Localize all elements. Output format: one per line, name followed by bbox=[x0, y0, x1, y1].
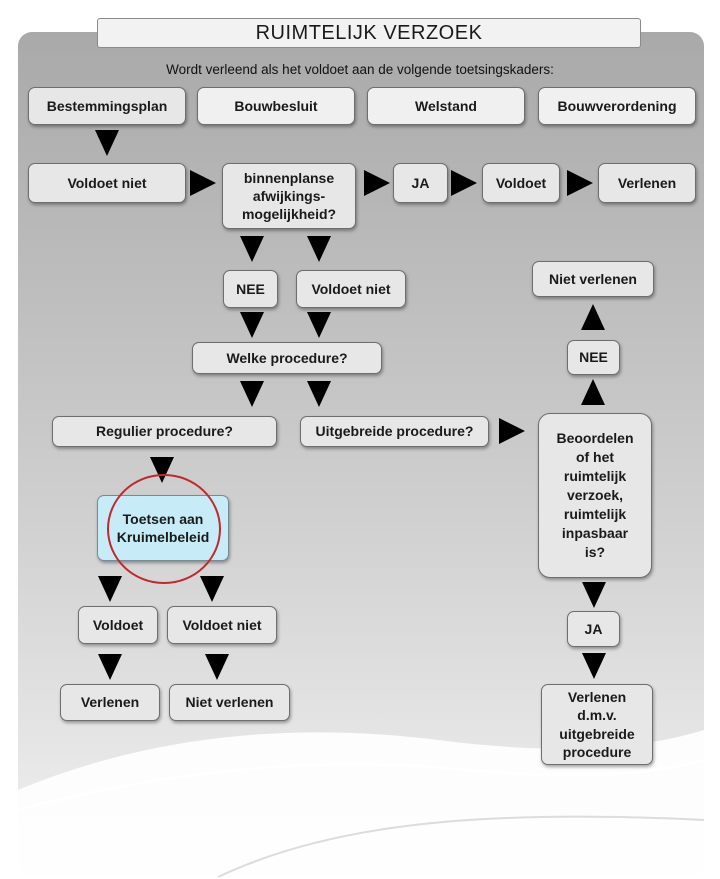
arrow-right bbox=[567, 170, 593, 196]
node-regulier-procedure: Regulier procedure? bbox=[52, 416, 277, 447]
node-voldoet-niet-1: Voldoet niet bbox=[28, 163, 186, 203]
node-voldoet-1: Voldoet bbox=[482, 163, 560, 203]
arrow-down bbox=[98, 654, 122, 680]
binnenplanse-line-2: afwijkings- bbox=[252, 187, 326, 204]
arrow-right bbox=[190, 170, 216, 196]
node-voldoet-niet-3: Voldoet niet bbox=[167, 606, 277, 644]
highlight-circle bbox=[107, 474, 221, 584]
node-bouwverordening: Bouwverordening bbox=[538, 87, 696, 125]
arrow-down bbox=[205, 654, 229, 680]
node-ja-1: JA bbox=[393, 163, 448, 203]
node-nee-2: NEE bbox=[567, 340, 620, 375]
node-welke-procedure: Welke procedure? bbox=[192, 342, 382, 374]
verlenen-line: d.m.v. bbox=[577, 707, 617, 724]
arrow-down bbox=[582, 582, 606, 608]
node-bouwbesluit: Bouwbesluit bbox=[197, 87, 355, 125]
node-welstand: Welstand bbox=[367, 87, 525, 125]
node-uitgebreide-procedure: Uitgebreide procedure? bbox=[300, 416, 489, 447]
node-ja-2: JA bbox=[567, 611, 620, 647]
node-binnenplanse: binnenplanse afwijkings- mogelijkheid? bbox=[222, 163, 356, 229]
arrow-right bbox=[364, 170, 390, 196]
arrow-down bbox=[240, 312, 264, 338]
arrow-down bbox=[240, 381, 264, 407]
arrow-down bbox=[307, 236, 331, 262]
node-niet-verlenen-2: Niet verlenen bbox=[532, 261, 654, 297]
beoordelen-line: ruimtelijk bbox=[563, 468, 627, 485]
subtitle: Wordt verleend als het voldoet aan de vo… bbox=[166, 62, 554, 77]
arrow-down bbox=[307, 312, 331, 338]
decorative-wave bbox=[18, 730, 704, 877]
node-beoordelen: Beoordelen of het ruimtelijk verzoek, ru… bbox=[538, 413, 652, 578]
beoordelen-line: Beoordelen bbox=[556, 430, 634, 447]
arrow-up bbox=[581, 379, 605, 405]
node-verlenen-uitgebreide: Verlenen d.m.v. uitgebreide procedure bbox=[541, 684, 653, 765]
arrow-down bbox=[240, 236, 264, 262]
arrow-right bbox=[499, 418, 525, 444]
beoordelen-line: verzoek, bbox=[566, 487, 624, 504]
arrow-down bbox=[200, 576, 224, 602]
node-nee-1: NEE bbox=[223, 270, 278, 308]
arrow-up bbox=[581, 304, 605, 330]
arrow-down bbox=[582, 653, 606, 679]
beoordelen-line: of het bbox=[575, 449, 615, 466]
binnenplanse-line-3: mogelijkheid? bbox=[241, 206, 337, 223]
arrow-down bbox=[307, 381, 331, 407]
arrow-down bbox=[95, 130, 119, 156]
beoordelen-line: inpasbaar bbox=[561, 524, 629, 541]
node-voldoet-niet-2: Voldoet niet bbox=[296, 270, 406, 308]
verlenen-line: Verlenen bbox=[567, 689, 627, 706]
node-niet-verlenen-1: Niet verlenen bbox=[169, 684, 290, 721]
arrow-right bbox=[451, 170, 477, 196]
arrow-down bbox=[98, 576, 122, 602]
verlenen-line: uitgebreide bbox=[559, 725, 635, 742]
node-verlenen-2: Verlenen bbox=[60, 684, 160, 721]
page-title: RUIMTELIJK VERZOEK bbox=[97, 18, 641, 48]
beoordelen-line: ruimtelijk bbox=[563, 505, 627, 522]
binnenplanse-line-1: binnenplanse bbox=[243, 169, 335, 186]
beoordelen-line: is? bbox=[584, 543, 606, 560]
node-voldoet-2: Voldoet bbox=[78, 606, 158, 644]
verlenen-line: procedure bbox=[562, 743, 632, 760]
node-verlenen-1: Verlenen bbox=[598, 163, 696, 203]
node-bestemmingsplan: Bestemmingsplan bbox=[28, 87, 186, 125]
